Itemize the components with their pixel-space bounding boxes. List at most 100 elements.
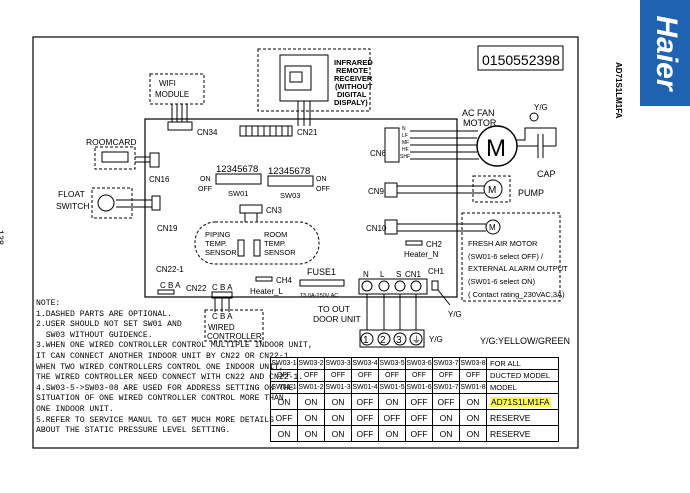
switch-table-cell: SW01-6 [405, 381, 433, 394]
note-line: SW03 WITHOUT GUIDENCE. [36, 330, 153, 340]
wired-controller-cba: C B A [212, 312, 233, 321]
cap-label: CAP [537, 169, 556, 179]
switch-table-cell: SW01-1 [270, 381, 298, 394]
fresh-air-motor-m: M [489, 223, 496, 232]
ir-label-4: (WITHOUT [335, 82, 373, 91]
room-label-3: SENSOR [264, 248, 296, 257]
note-line: 3.WHEN ONE WIRED CONTROLLER CONTROL MULT… [36, 341, 313, 351]
pump-box [472, 175, 511, 203]
switch-table-cell: SW01-7 [432, 381, 460, 394]
switch-table-cell: ON [459, 425, 487, 442]
fuse1-label: FUSE1 [307, 267, 336, 277]
outer-frame [32, 36, 579, 449]
ac-fan-label-1: AC FAN [462, 108, 495, 118]
ir-label-6: DISPALY) [334, 98, 368, 107]
switch-table-cell: SW03-4 [351, 357, 379, 370]
cn16-connector [149, 152, 160, 168]
cn6-label: CN6 [370, 149, 387, 158]
switch-table-cell: OFF [378, 409, 406, 426]
switch-table-cell: OFF [405, 369, 433, 382]
cn1-label: CN1 [405, 270, 422, 279]
wire-lf-label: LF [402, 133, 408, 139]
switch-table-cell: SW01-8 [459, 381, 487, 394]
switch-table-desc: FOR ALL [486, 357, 559, 370]
wire-n-label: N [402, 126, 406, 132]
cn34-connector [167, 121, 193, 131]
cn22-1-label: CN22-1 [156, 265, 184, 274]
fresh-label-3: EXTERNAL ALARM OUTPUT [468, 264, 568, 273]
cn10-label: CN10 [366, 224, 387, 233]
cn9-label: CN9 [368, 187, 385, 196]
yg-label-cn1: Y/G [448, 310, 462, 319]
note-line: IT CAN CONNECT ANOTHER INDOOR UNIT BY CN… [36, 351, 294, 361]
switch-table-cell: OFF [351, 409, 379, 426]
sw01-digits: 12345678 [216, 164, 258, 175]
float-label-2: SWITCH [56, 201, 90, 211]
ch1-label: CH1 [428, 267, 445, 276]
note-line: ABOUT THE STATIC PRESSURE LEVEL SETTING. [36, 426, 231, 436]
ir-label-1: INFRARED [334, 58, 373, 67]
cn22-1-connector [157, 289, 175, 295]
switch-table-cell: ON [324, 409, 352, 426]
outdoor-terminal-block [359, 329, 425, 348]
wire-shf-label: SHF [400, 154, 410, 160]
switch-table-cell: SW03-1 [270, 357, 298, 370]
switch-table-desc: RESERVE [486, 425, 559, 442]
switch-table-cell: ON [297, 409, 325, 426]
outdoor-terminal-ground: ⏚ [412, 335, 421, 345]
switch-table-cell: SW01-2 [297, 381, 325, 394]
wire-hf-label: HF [402, 147, 409, 153]
ground-symbol-top [529, 112, 539, 122]
ac-fan-label-2: MOTOR [463, 118, 497, 128]
outdoor-terminal-3: 3 [396, 335, 402, 346]
heater-n-label: Heater_N [404, 250, 438, 259]
wired-controller-label-2: CONTROLLER [207, 332, 262, 341]
fresh-label-1: FRESH AIR MOTOR [468, 239, 538, 248]
ir-label-2: REMOTE [336, 66, 368, 75]
fresh-label-5: ( Contact rating_230VAC,3A) [468, 290, 565, 299]
switch-table-cell: OFF [378, 369, 406, 382]
switch-table-cell: ON [270, 425, 298, 442]
float-label-1: FLOAT [58, 189, 85, 199]
wire-mf-label: MF [402, 140, 409, 146]
cn6-connector [384, 127, 400, 163]
note-line: NOTE: [36, 299, 61, 308]
notes-block: NOTE:1.DASHED PARTS ARE OPTIONAL.2.USER … [36, 299, 313, 437]
cn19-connector [151, 195, 161, 211]
ir-receiver-box [257, 48, 371, 112]
switch-table-cell: ON [324, 425, 352, 442]
switch-table-cell: SW03-3 [324, 357, 352, 370]
ch4-label: CH4 [276, 276, 293, 285]
fresh-air-motor [485, 219, 501, 235]
wifi-label-2: MODULE [155, 90, 189, 99]
terminal-s-label: S [396, 270, 401, 279]
cn34-label: CN34 [197, 128, 218, 137]
note-line: 5.REFER TO SERVICE MANUL TO GET MUCH MOR… [36, 415, 274, 425]
switch-table-cell: SW01-3 [324, 381, 352, 394]
fresh-label-4: (SW01-6 select ON) [468, 277, 536, 286]
ch4-connector [255, 276, 273, 282]
wifi-wires [171, 104, 188, 122]
sw03-on: ON [316, 176, 327, 183]
yg-label-top: Y/G [534, 103, 548, 112]
doc-number-box [477, 45, 564, 71]
fresh-label-2: (SW01-6 select OFF) / [468, 252, 544, 261]
switch-table-cell: OFF [270, 409, 298, 426]
pump-label: PUMP [518, 188, 544, 198]
switch-table-cell: SW03-8 [459, 357, 487, 370]
to-out-label-1: TO OUT [318, 304, 350, 314]
switch-table-cell: OFF [297, 369, 325, 382]
switch-table-cell: SW01-4 [351, 381, 379, 394]
switch-table-cell: ON [297, 393, 325, 410]
switch-table-cell: SW03-5 [378, 357, 406, 370]
sw01-off: OFF [198, 186, 212, 193]
model-name-highlight: AD71S1LM1FA [490, 396, 551, 407]
pump-motor-m: M [488, 185, 496, 196]
